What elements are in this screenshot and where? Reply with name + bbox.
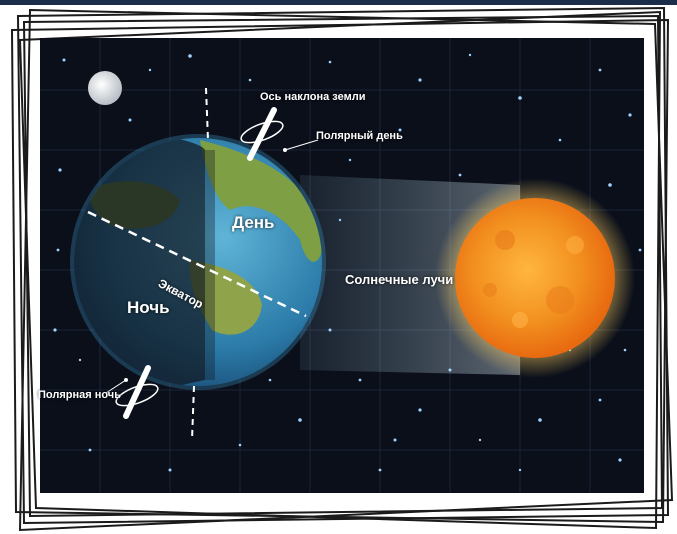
equator-line [87,210,307,318]
stars [53,53,642,472]
sun-icon [455,198,615,358]
night-label: Ночь [127,298,170,317]
polar-night-label: Полярная ночь [38,389,121,401]
rotation-arc-top [240,120,284,144]
rotation-arc-bottom [115,383,159,407]
axis-dashed-bottom [191,385,195,441]
tilted-axis-top [247,107,277,161]
sun-rays-label: Солнечные лучи [345,272,454,287]
top-strip [0,0,677,5]
axis-tilt-label: Ось наклона земли [260,91,366,103]
polar-day-label: Полярный день [316,130,403,142]
moon-icon [88,71,122,105]
earth-icon [70,87,326,441]
tilted-axis-bottom [123,365,151,419]
polar-day-pointer [284,139,319,151]
sketch-frame [10,6,674,532]
axis-dashed-top [205,87,209,141]
polar-night-pointer [105,379,127,394]
day-label: День [232,213,275,232]
